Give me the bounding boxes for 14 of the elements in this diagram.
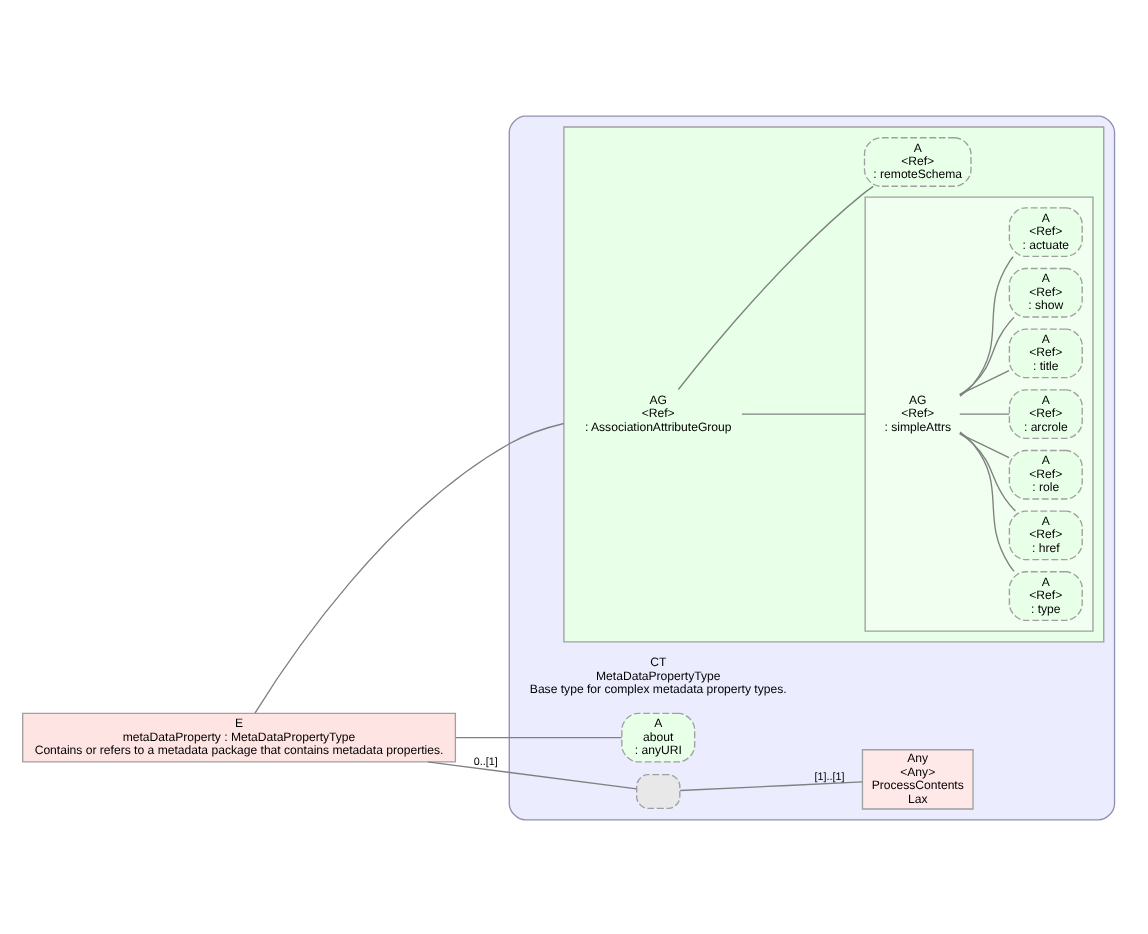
connector: [959, 255, 1014, 396]
connector: [427, 760, 638, 789]
connector: [958, 431, 1017, 511]
connector: [958, 315, 1015, 395]
node-box: [636, 773, 681, 809]
connector: [741, 412, 866, 414]
connector: [959, 430, 1015, 572]
connector: [959, 432, 1010, 458]
connector: [959, 368, 1010, 395]
connector: [959, 412, 1010, 414]
connector: [254, 421, 565, 713]
connector: [679, 780, 864, 791]
connector: [677, 184, 874, 390]
connector: [455, 735, 623, 738]
